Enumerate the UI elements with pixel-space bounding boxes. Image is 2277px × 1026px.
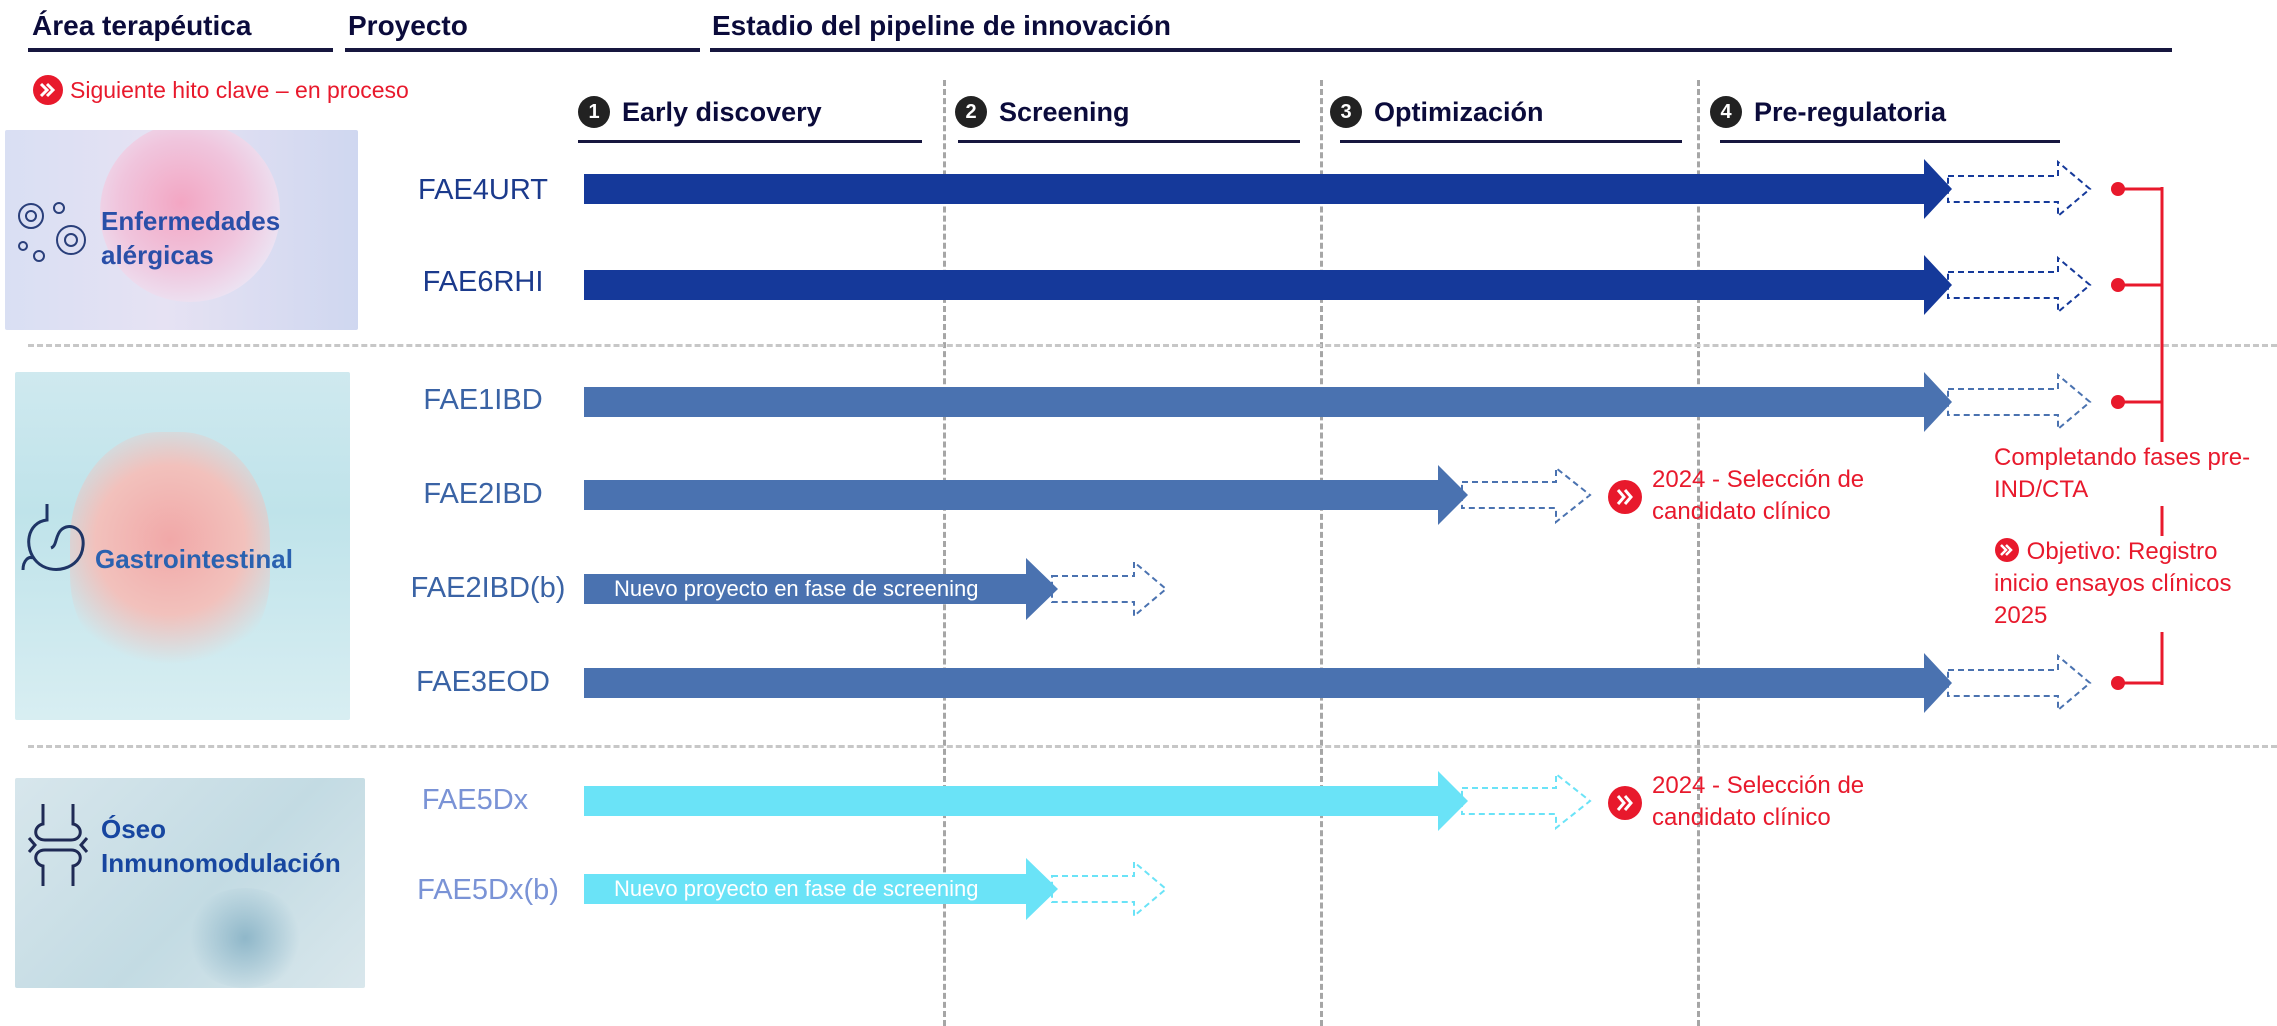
intestine-image [70, 432, 270, 672]
arrow-solid-fae6rhi [584, 255, 1952, 315]
arrow-dashed-fae6rhi [1947, 255, 2092, 315]
section-separator-1 [28, 344, 2277, 347]
stage-3-underline [1340, 140, 1682, 143]
header-project-underline [345, 48, 700, 52]
arrow-fae5dx [584, 771, 1592, 831]
area-panel-allergic: Enfermedades alérgicas [5, 130, 358, 330]
stage-1: 1 Early discovery [578, 96, 822, 128]
double-chevron-icon [32, 74, 64, 106]
section-separator-2 [28, 745, 2277, 748]
stage-1-label: Early discovery [622, 96, 822, 127]
stage-2-label: Screening [999, 96, 1130, 127]
arrow-fae5dx-b [584, 858, 1168, 920]
arrow-dashed-fae1ibd [1947, 372, 2092, 432]
arrow-dashed-fae5dx [1461, 771, 1592, 831]
double-chevron-icon [1608, 480, 1642, 514]
header-area-underline [28, 48, 333, 52]
stage-3-number: 3 [1330, 96, 1362, 128]
project-name-fae5dx-b: FAE5Dx(b) [417, 874, 559, 906]
project-name-fae4urt: FAE4URT [417, 174, 548, 206]
header-pipeline-underline [710, 48, 2172, 52]
arrow-text-fae5dx-b: Nuevo proyecto en fase de screening [614, 876, 979, 901]
area-label-allergic: Enfermedades alérgicas [101, 206, 281, 270]
milestone-group-note-2: Objetivo: Registro inicio ensayos clínic… [1994, 536, 2264, 632]
double-chevron-icon [1608, 786, 1642, 820]
arrow-dashed-fae2ibd-b [1051, 559, 1168, 619]
stage-2: 2 Screening [955, 96, 1130, 128]
stage-1-number: 1 [578, 96, 610, 128]
milestone-note-fae2ibd: 2024 - Selección de candidato clínico [1652, 466, 1865, 525]
arrow-fae6rhi [584, 255, 2092, 315]
milestone-dot-fae3eod [2111, 676, 2125, 690]
arrow-solid-fae3eod [584, 653, 1952, 713]
stage-1-underline [578, 140, 922, 143]
stage-3-label: Optimización [1374, 96, 1544, 127]
joint-bone-icon [27, 800, 89, 895]
arrow-dashed-fae3eod [1947, 653, 2092, 713]
header-area: Área terapéutica [32, 10, 252, 41]
milestone-group-note-2-text: Objetivo: Registro inicio ensayos clínic… [1994, 538, 2232, 629]
arrow-solid-fae5dx-b [584, 858, 1058, 920]
arrow-solid-fae2ibd [584, 465, 1468, 525]
arrow-fae2ibd-b [584, 558, 1168, 620]
arrow-fae1ibd [584, 372, 2092, 432]
arrow-solid-fae5dx [584, 771, 1468, 831]
arrow-solid-fae4urt [584, 159, 1952, 219]
stage-4-underline [1720, 140, 2060, 143]
project-name-fae5dx: FAE5Dx [421, 784, 529, 816]
project-name-fae2ibd: FAE2IBD [423, 478, 543, 510]
project-name-fae6rhi: FAE6RHI [422, 266, 544, 298]
stage-divider-2 [943, 80, 946, 1026]
area-panel-bone: Óseo Inmunomodulación [15, 778, 365, 988]
arrow-fae3eod [584, 653, 2092, 713]
arrow-text-fae2ibd-b: Nuevo proyecto en fase de screening [614, 576, 979, 601]
stage-divider-4 [1697, 80, 1700, 1026]
project-name-fae2ibd-b: FAE2IBD(b) [410, 572, 566, 604]
milestone-group-note-1: Completando fases pre-IND/CTA [1994, 442, 2272, 506]
arrow-solid-fae1ibd [584, 372, 1952, 432]
milestone-dot-fae4urt [2111, 182, 2125, 196]
stage-4-number: 4 [1710, 96, 1742, 128]
legend-text: Siguiente hito clave – en proceso [70, 76, 409, 103]
stage-divider-3 [1320, 80, 1323, 1026]
allergy-cell-image [100, 130, 280, 302]
area-panel-gastro: Gastrointestinal [15, 372, 350, 720]
arrow-fae2ibd [584, 465, 1592, 525]
header-project: Proyecto [348, 10, 468, 41]
milestone-dot-fae6rhi [2111, 278, 2125, 292]
bone-image [185, 888, 305, 988]
project-name-fae1ibd: FAE1IBD [423, 384, 543, 416]
arrow-dashed-fae5dx-b [1051, 859, 1168, 919]
arrow-dashed-fae4urt [1947, 159, 2092, 219]
stage-2-underline [958, 140, 1300, 143]
arrow-dashed-fae2ibd [1461, 465, 1592, 525]
stage-3: 3 Optimización [1330, 96, 1544, 128]
header-pipeline: Estadio del pipeline de innovación [712, 10, 1171, 41]
stomach-icon [17, 500, 89, 585]
milestone-note-fae5dx: 2024 - Selección de candidato clínico [1652, 772, 1865, 831]
arrow-fae4urt [584, 159, 2092, 219]
double-chevron-icon [1994, 537, 2020, 563]
milestone-dot-fae1ibd [2111, 395, 2125, 409]
area-label-bone: Óseo Inmunomodulación [101, 814, 341, 878]
area-label-gastro: Gastrointestinal [95, 544, 293, 574]
project-name-fae3eod: FAE3EOD [416, 666, 550, 698]
arrow-solid-fae2ibd-b [584, 558, 1058, 620]
legend: Siguiente hito clave – en proceso [32, 74, 409, 106]
allergy-cells-icon [13, 198, 93, 273]
stage-4-label: Pre-regulatoria [1754, 96, 1947, 127]
stage-4: 4 Pre-regulatoria [1710, 96, 1946, 128]
stage-2-number: 2 [955, 96, 987, 128]
